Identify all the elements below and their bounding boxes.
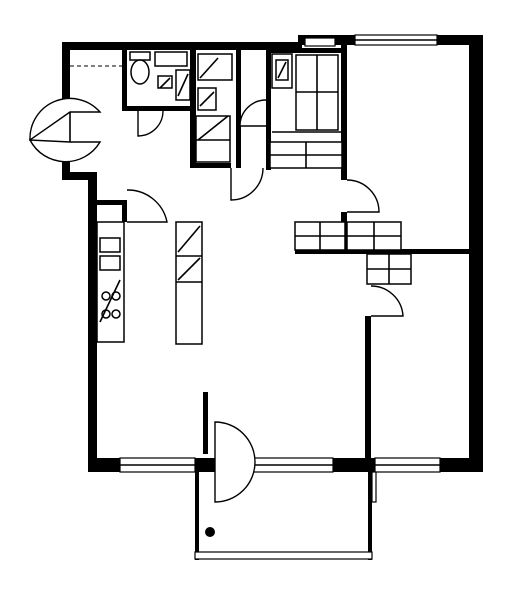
- window-icon: [374, 457, 441, 473]
- wall-wc-left: [122, 48, 127, 110]
- wall-bedroom-left: [341, 35, 347, 180]
- door-swing-icon: [346, 179, 380, 213]
- window-icon: [354, 34, 438, 46]
- wall-bottom-mid: [195, 458, 215, 472]
- window-icon: [304, 37, 336, 47]
- stove-burner-icon: [101, 291, 121, 319]
- wall-wc-bottom: [122, 106, 192, 111]
- door-swing-icon: [370, 285, 404, 317]
- door-swing-icon: [230, 167, 264, 201]
- wall-bottom-mid2: [333, 458, 375, 472]
- wall-living-partition: [203, 392, 208, 454]
- wall-kitchen-top: [95, 200, 125, 205]
- wall-top-left: [62, 42, 302, 50]
- balcony: [194, 470, 377, 560]
- wall-wc-divider: [190, 48, 196, 168]
- balcony-rail-right-glass: [371, 471, 377, 503]
- balcony-rail-bottom: [194, 551, 373, 560]
- wardrobe-icon: [269, 141, 343, 169]
- wall-bedroom-bottom: [295, 249, 473, 254]
- wardrobe-icon: [346, 221, 402, 251]
- washing-machine-icon: [197, 87, 217, 111]
- wall-left-step: [62, 172, 96, 180]
- balcony-rail-left: [195, 470, 199, 560]
- toilet-icon: [129, 51, 151, 85]
- kitchen-counter: [96, 221, 125, 343]
- wall-left-lower: [88, 172, 97, 472]
- wall-right: [469, 35, 483, 470]
- wardrobe-icon: [366, 253, 412, 285]
- wardrobe-icon: [295, 54, 339, 131]
- bathtub-icon: [195, 115, 231, 163]
- sink-icon: [154, 51, 188, 89]
- shower-icon: [175, 69, 191, 101]
- wall-kitchen-side: [122, 200, 127, 222]
- door-swing-icon: [137, 110, 164, 137]
- window-icon: [119, 457, 196, 473]
- wall-closet-top: [266, 48, 346, 53]
- wardrobe-icon: [294, 221, 346, 251]
- door-swing-icon: [214, 421, 256, 503]
- door-swing-icon: [126, 189, 168, 223]
- wall-bottom-right: [440, 458, 483, 472]
- wall-closet-left: [266, 48, 271, 170]
- balcony-rail-right: [368, 470, 372, 560]
- interior-walls: [95, 35, 473, 466]
- kitchen-island: [175, 221, 203, 345]
- wall-bath-bottom: [190, 163, 231, 168]
- sink-icon: [197, 53, 233, 81]
- door-swing-icon: [239, 99, 267, 127]
- door-swing-icon: [28, 97, 102, 163]
- wall-bottom-left: [88, 458, 120, 472]
- balcony-post-icon: [205, 527, 215, 537]
- wall-bath-right: [236, 48, 241, 168]
- wardrobe-icon: [271, 53, 293, 89]
- doors: [28, 97, 404, 503]
- wall-room2-left: [365, 316, 371, 466]
- wall-left-upper: [62, 42, 70, 112]
